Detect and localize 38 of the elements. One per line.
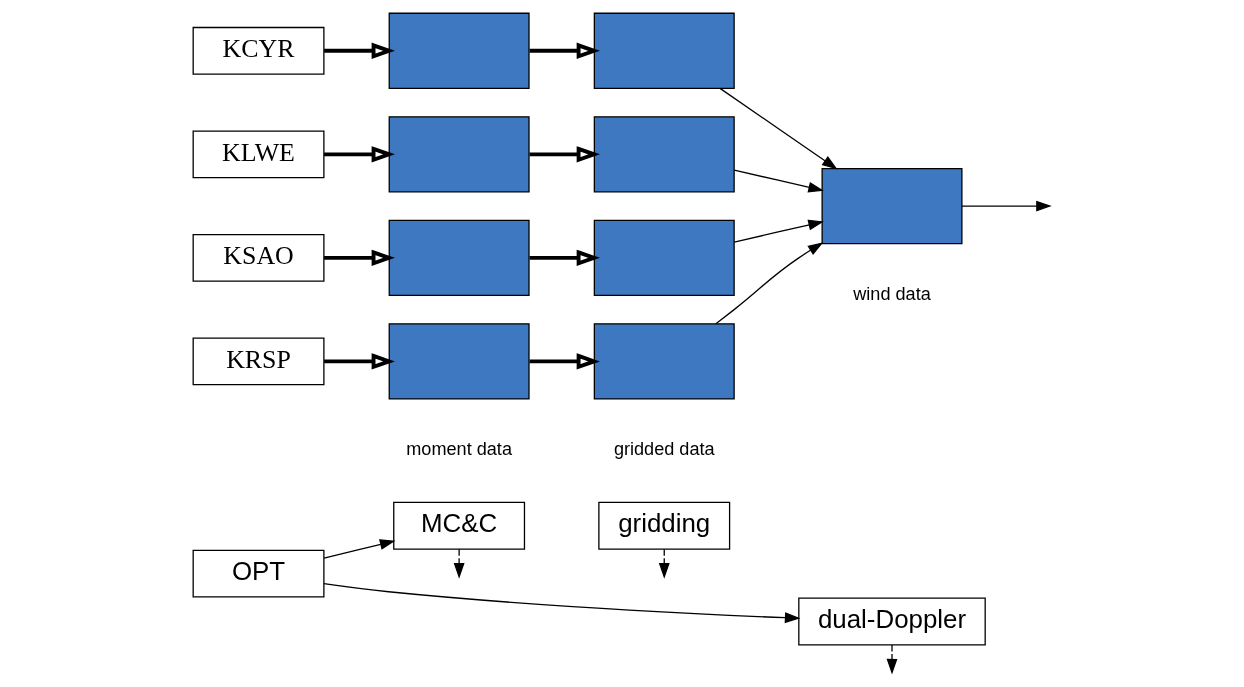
label: gridded data <box>613 439 715 460</box>
node-box <box>821 167 963 245</box>
node-box <box>388 12 530 89</box>
arrow <box>324 249 395 267</box>
arrow <box>733 169 824 193</box>
arrow <box>324 42 395 59</box>
node-box: KSAO <box>192 233 325 282</box>
node-box: gridding <box>598 501 731 550</box>
node-box <box>593 116 735 193</box>
arrow <box>323 539 396 559</box>
label: moment data <box>406 439 512 460</box>
arrow <box>529 42 600 59</box>
node-box: KRSP <box>192 337 325 386</box>
arrow <box>529 353 600 370</box>
node-box <box>593 323 735 400</box>
arrow <box>715 242 824 325</box>
node-box: OPT <box>192 549 325 598</box>
label: wind data <box>853 284 931 305</box>
arrow <box>886 644 898 675</box>
node-box: KLWE <box>192 130 325 179</box>
node-box: MC&C <box>393 501 526 550</box>
arrow <box>529 146 600 163</box>
arrow <box>719 87 838 170</box>
node-box <box>388 323 530 400</box>
arrow <box>733 219 824 243</box>
node-box: KCYR <box>192 26 325 75</box>
arrow <box>323 583 801 624</box>
node-box <box>388 116 530 193</box>
node-box <box>388 219 530 297</box>
arrow <box>658 548 670 579</box>
node-box <box>593 12 735 89</box>
node-box <box>593 219 735 297</box>
arrow <box>324 146 395 163</box>
arrow <box>961 200 1052 212</box>
arrow <box>324 353 395 370</box>
arrow <box>453 548 465 579</box>
node-box: dual-Doppler <box>798 597 986 646</box>
arrow <box>529 249 600 267</box>
